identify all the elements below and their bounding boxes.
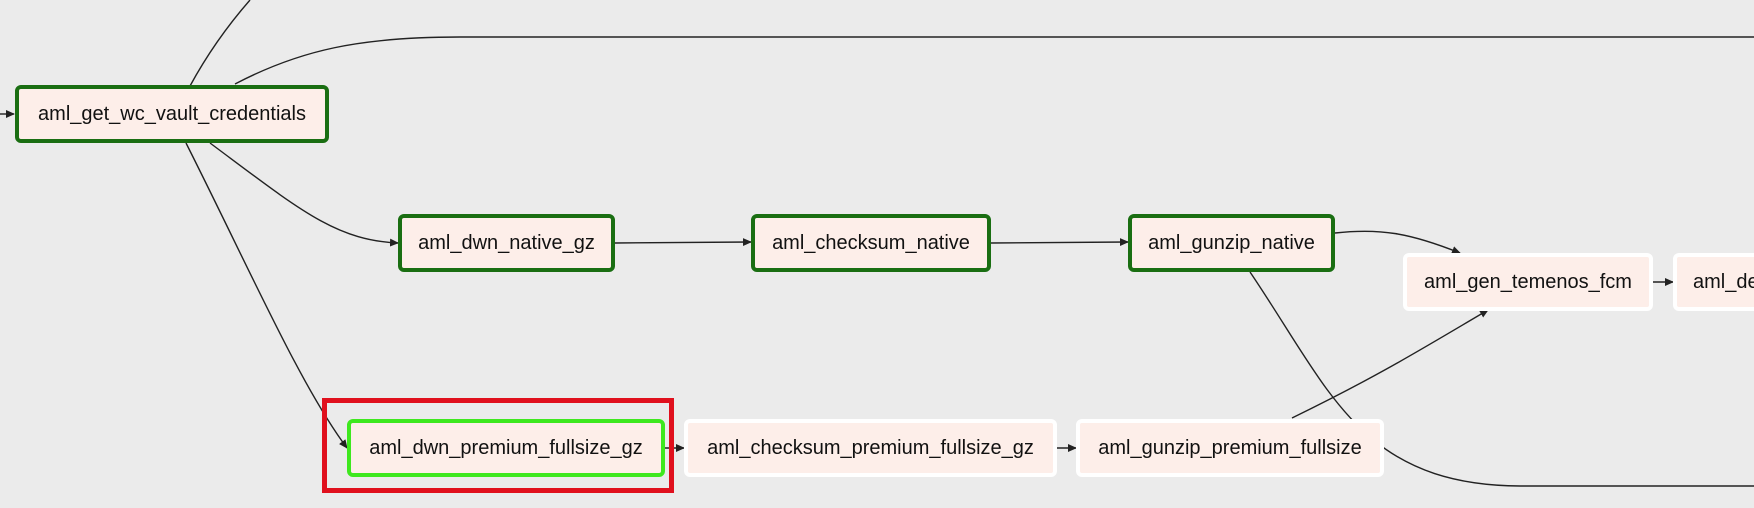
- task-node-aml-de-partial[interactable]: aml_de: [1673, 253, 1754, 311]
- task-node-label: aml_dwn_native_gz: [418, 231, 595, 254]
- task-node-aml-dwn-premium-fullsize-gz[interactable]: aml_dwn_premium_fullsize_gz: [347, 419, 665, 477]
- edge-get-wc-vault-credentials-to-offscreen-right: [234, 36, 1754, 85]
- task-node-label: aml_checksum_native: [772, 231, 970, 254]
- task-node-aml-gunzip-native[interactable]: aml_gunzip_native: [1128, 214, 1335, 272]
- task-node-aml-dwn-native-gz[interactable]: aml_dwn_native_gz: [398, 214, 615, 272]
- edge-dwn-native-gz-to-checksum-native: [614, 238, 752, 247]
- task-node-label: aml_de: [1693, 270, 1754, 293]
- task-node-label: aml_gunzip_native: [1148, 231, 1315, 254]
- task-node-label: aml_get_wc_vault_credentials: [38, 102, 306, 125]
- task-node-aml-checksum-premium-fullsize-gz[interactable]: aml_checksum_premium_fullsize_gz: [684, 419, 1057, 477]
- edge-gunzip-premium-fullsize-to-gen-temenos-fcm: [1291, 309, 1489, 419]
- task-node-label: aml_checksum_premium_fullsize_gz: [707, 436, 1034, 459]
- task-node-aml-checksum-native[interactable]: aml_checksum_native: [751, 214, 991, 272]
- edge-get-wc-vault-credentials-to-dwn-premium-fullsize-gz: [185, 142, 348, 449]
- task-node-label: aml_gunzip_premium_fullsize: [1098, 436, 1362, 459]
- task-node-label: aml_dwn_premium_fullsize_gz: [369, 436, 643, 459]
- task-node-aml-get-wc-vault-credentials[interactable]: aml_get_wc_vault_credentials: [15, 85, 329, 143]
- task-node-aml-gen-temenos-fcm[interactable]: aml_gen_temenos_fcm: [1403, 253, 1653, 311]
- edge-gunzip-native-to-gen-temenos-fcm: [1334, 230, 1461, 254]
- edge-get-wc-vault-credentials-to-dwn-native-gz: [209, 142, 399, 247]
- task-node-label: aml_gen_temenos_fcm: [1424, 270, 1632, 293]
- edge-get-wc-vault-credentials-to-offscreen-top: [189, 0, 251, 87]
- task-node-aml-gunzip-premium-fullsize[interactable]: aml_gunzip_premium_fullsize: [1076, 419, 1384, 477]
- edge-checksum-native-to-gunzip-native: [990, 238, 1129, 247]
